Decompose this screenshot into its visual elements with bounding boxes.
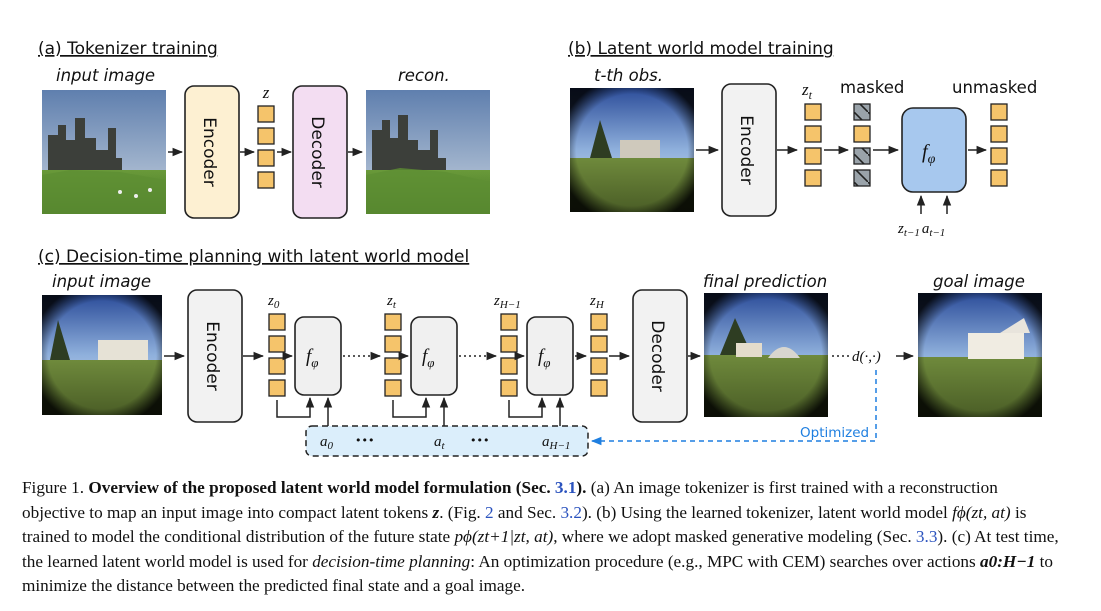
zh-label: zH (589, 293, 605, 311)
panel-c: (c) Decision-time planning with latent w… (38, 247, 1042, 457)
distance-label: d(·,·) (852, 349, 881, 365)
encoder-label-c: Encoder (202, 321, 222, 391)
latent-tokens-z0 (268, 313, 286, 397)
input-image-label-c: input image (52, 272, 151, 291)
action-ellipsis-1: ••• (355, 434, 374, 447)
conditioning-arrows-c (276, 396, 565, 426)
input-image-label: input image (56, 66, 155, 85)
encoder-label-a: Encoder (199, 117, 219, 187)
figure-caption: Figure 1. Overview of the proposed laten… (22, 478, 1059, 595)
goal-image (918, 293, 1042, 417)
unmasked-label: unmasked (952, 78, 1037, 97)
zt-label-b: zt (801, 80, 813, 102)
encoder-box-c (187, 289, 243, 423)
math-p-phi: pϕ(zt+1|zt, at) (454, 527, 554, 546)
panel-c-title: (c) Decision-time planning with latent w… (38, 247, 469, 267)
panel-a-title: (a) Tokenizer training (38, 39, 218, 59)
decoder-box-a (292, 85, 348, 219)
action-ellipsis-2: ••• (470, 434, 489, 447)
world-model-box-c2 (410, 316, 458, 396)
decoder-box-c (632, 289, 688, 423)
ref-sec-3-2[interactable]: 3.2 (560, 502, 582, 522)
action-sequence-box (305, 425, 589, 457)
encoder-box-a (184, 85, 240, 219)
encoder-box-b (721, 83, 777, 217)
input-castle-image (42, 90, 166, 214)
optimized-label: Optimized (800, 425, 869, 441)
action-at: at (434, 434, 446, 452)
recon-label: recon. (398, 66, 450, 85)
final-prediction-label: final prediction (703, 272, 827, 291)
figure-diagram: (a) Tokenizer training input image Encod… (38, 39, 1042, 457)
observation-image-b (570, 88, 694, 212)
f-phi-label-c1: fφ (306, 346, 318, 370)
latent-tokens-a (257, 105, 275, 189)
f-phi-label-c2: fφ (422, 346, 434, 370)
latent-tokens-b (804, 103, 822, 187)
panel-a: (a) Tokenizer training input image Encod… (38, 39, 490, 219)
world-model-box-c1 (294, 316, 342, 396)
f-phi-label-c3: fφ (538, 346, 550, 370)
action-a0: a0 (320, 434, 334, 452)
zt-label-c: zt (386, 293, 397, 311)
latent-tokens-zt (384, 313, 402, 397)
decoder-label-a: Decoder (307, 116, 327, 188)
unmasked-tokens-b (990, 103, 1008, 187)
encoder-label-b: Encoder (736, 115, 756, 185)
ref-fig-2[interactable]: 2 (485, 502, 494, 522)
f-phi-label-b: fφ (922, 141, 936, 167)
panel-b: (b) Latent world model training t-th obs… (568, 39, 1037, 239)
zh1-label: zH−1 (493, 293, 521, 311)
goal-image-label: goal image (933, 272, 1025, 291)
figure-number: Figure 1. (22, 478, 85, 497)
input-image-c (42, 295, 162, 415)
masked-tokens-b (853, 103, 871, 187)
masked-label: masked (840, 78, 904, 97)
ref-sec-3-1[interactable]: 3.1 (554, 478, 577, 497)
obs-label: t-th obs. (594, 66, 663, 85)
z-label-a: z (262, 83, 270, 102)
recon-castle-image (366, 90, 490, 214)
final-prediction-image (704, 293, 828, 417)
world-model-box-c3 (526, 316, 574, 396)
math-actions: a0:H−1 (980, 551, 1036, 571)
action-ah1: aH−1 (542, 434, 570, 452)
ref-sec-3-3[interactable]: 3.3 (915, 527, 938, 546)
panel-b-title: (b) Latent world model training (568, 39, 834, 59)
math-f-phi: fϕ(zt, at) (952, 502, 1011, 522)
decision-time-planning: decision-time planning (312, 551, 471, 571)
math-z: z (432, 502, 440, 522)
decoder-label-c: Decoder (647, 320, 667, 392)
latent-tokens-zh1 (500, 313, 518, 397)
caption-title: Overview of the proposed latent world mo… (88, 478, 587, 497)
world-model-box-b (901, 107, 967, 193)
z0-label: z0 (267, 293, 280, 311)
latent-tokens-zh (590, 313, 608, 397)
